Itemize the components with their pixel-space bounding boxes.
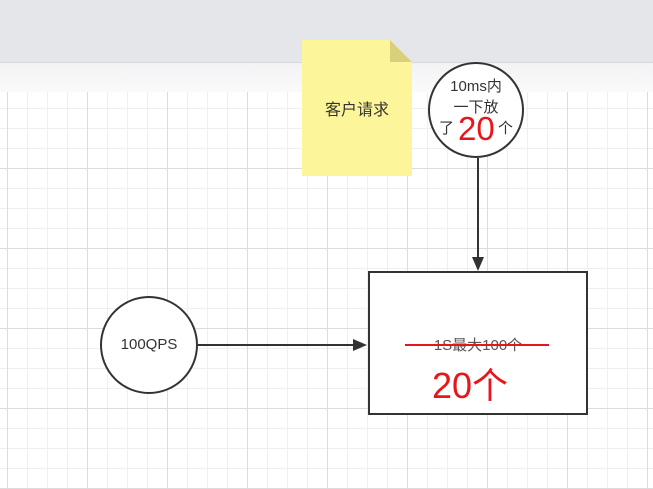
burst-node[interactable] (428, 62, 524, 158)
arrowhead-right (353, 339, 367, 351)
sticky-note[interactable] (302, 40, 412, 176)
arrowhead-down (472, 257, 484, 271)
burst-line-3-start: 了 (438, 120, 454, 137)
sticky-note-text: 客户请求 (324, 102, 389, 119)
qps-node-label: 100QPS (120, 336, 178, 353)
burst-node-label: 10ms内 一下放 了个 (428, 76, 524, 139)
burst-line-1: 10ms内 (450, 78, 502, 95)
burst-line-3-end: 个 (498, 120, 514, 137)
red-annotation-20: 20 (458, 110, 495, 147)
qps-node[interactable] (100, 296, 198, 394)
burst-line-2: 一下放 (453, 99, 499, 116)
red-annotation-20-ge: 20个 (432, 365, 509, 406)
burst-line-3: 了个 (428, 118, 524, 139)
limit-box[interactable] (368, 271, 588, 415)
